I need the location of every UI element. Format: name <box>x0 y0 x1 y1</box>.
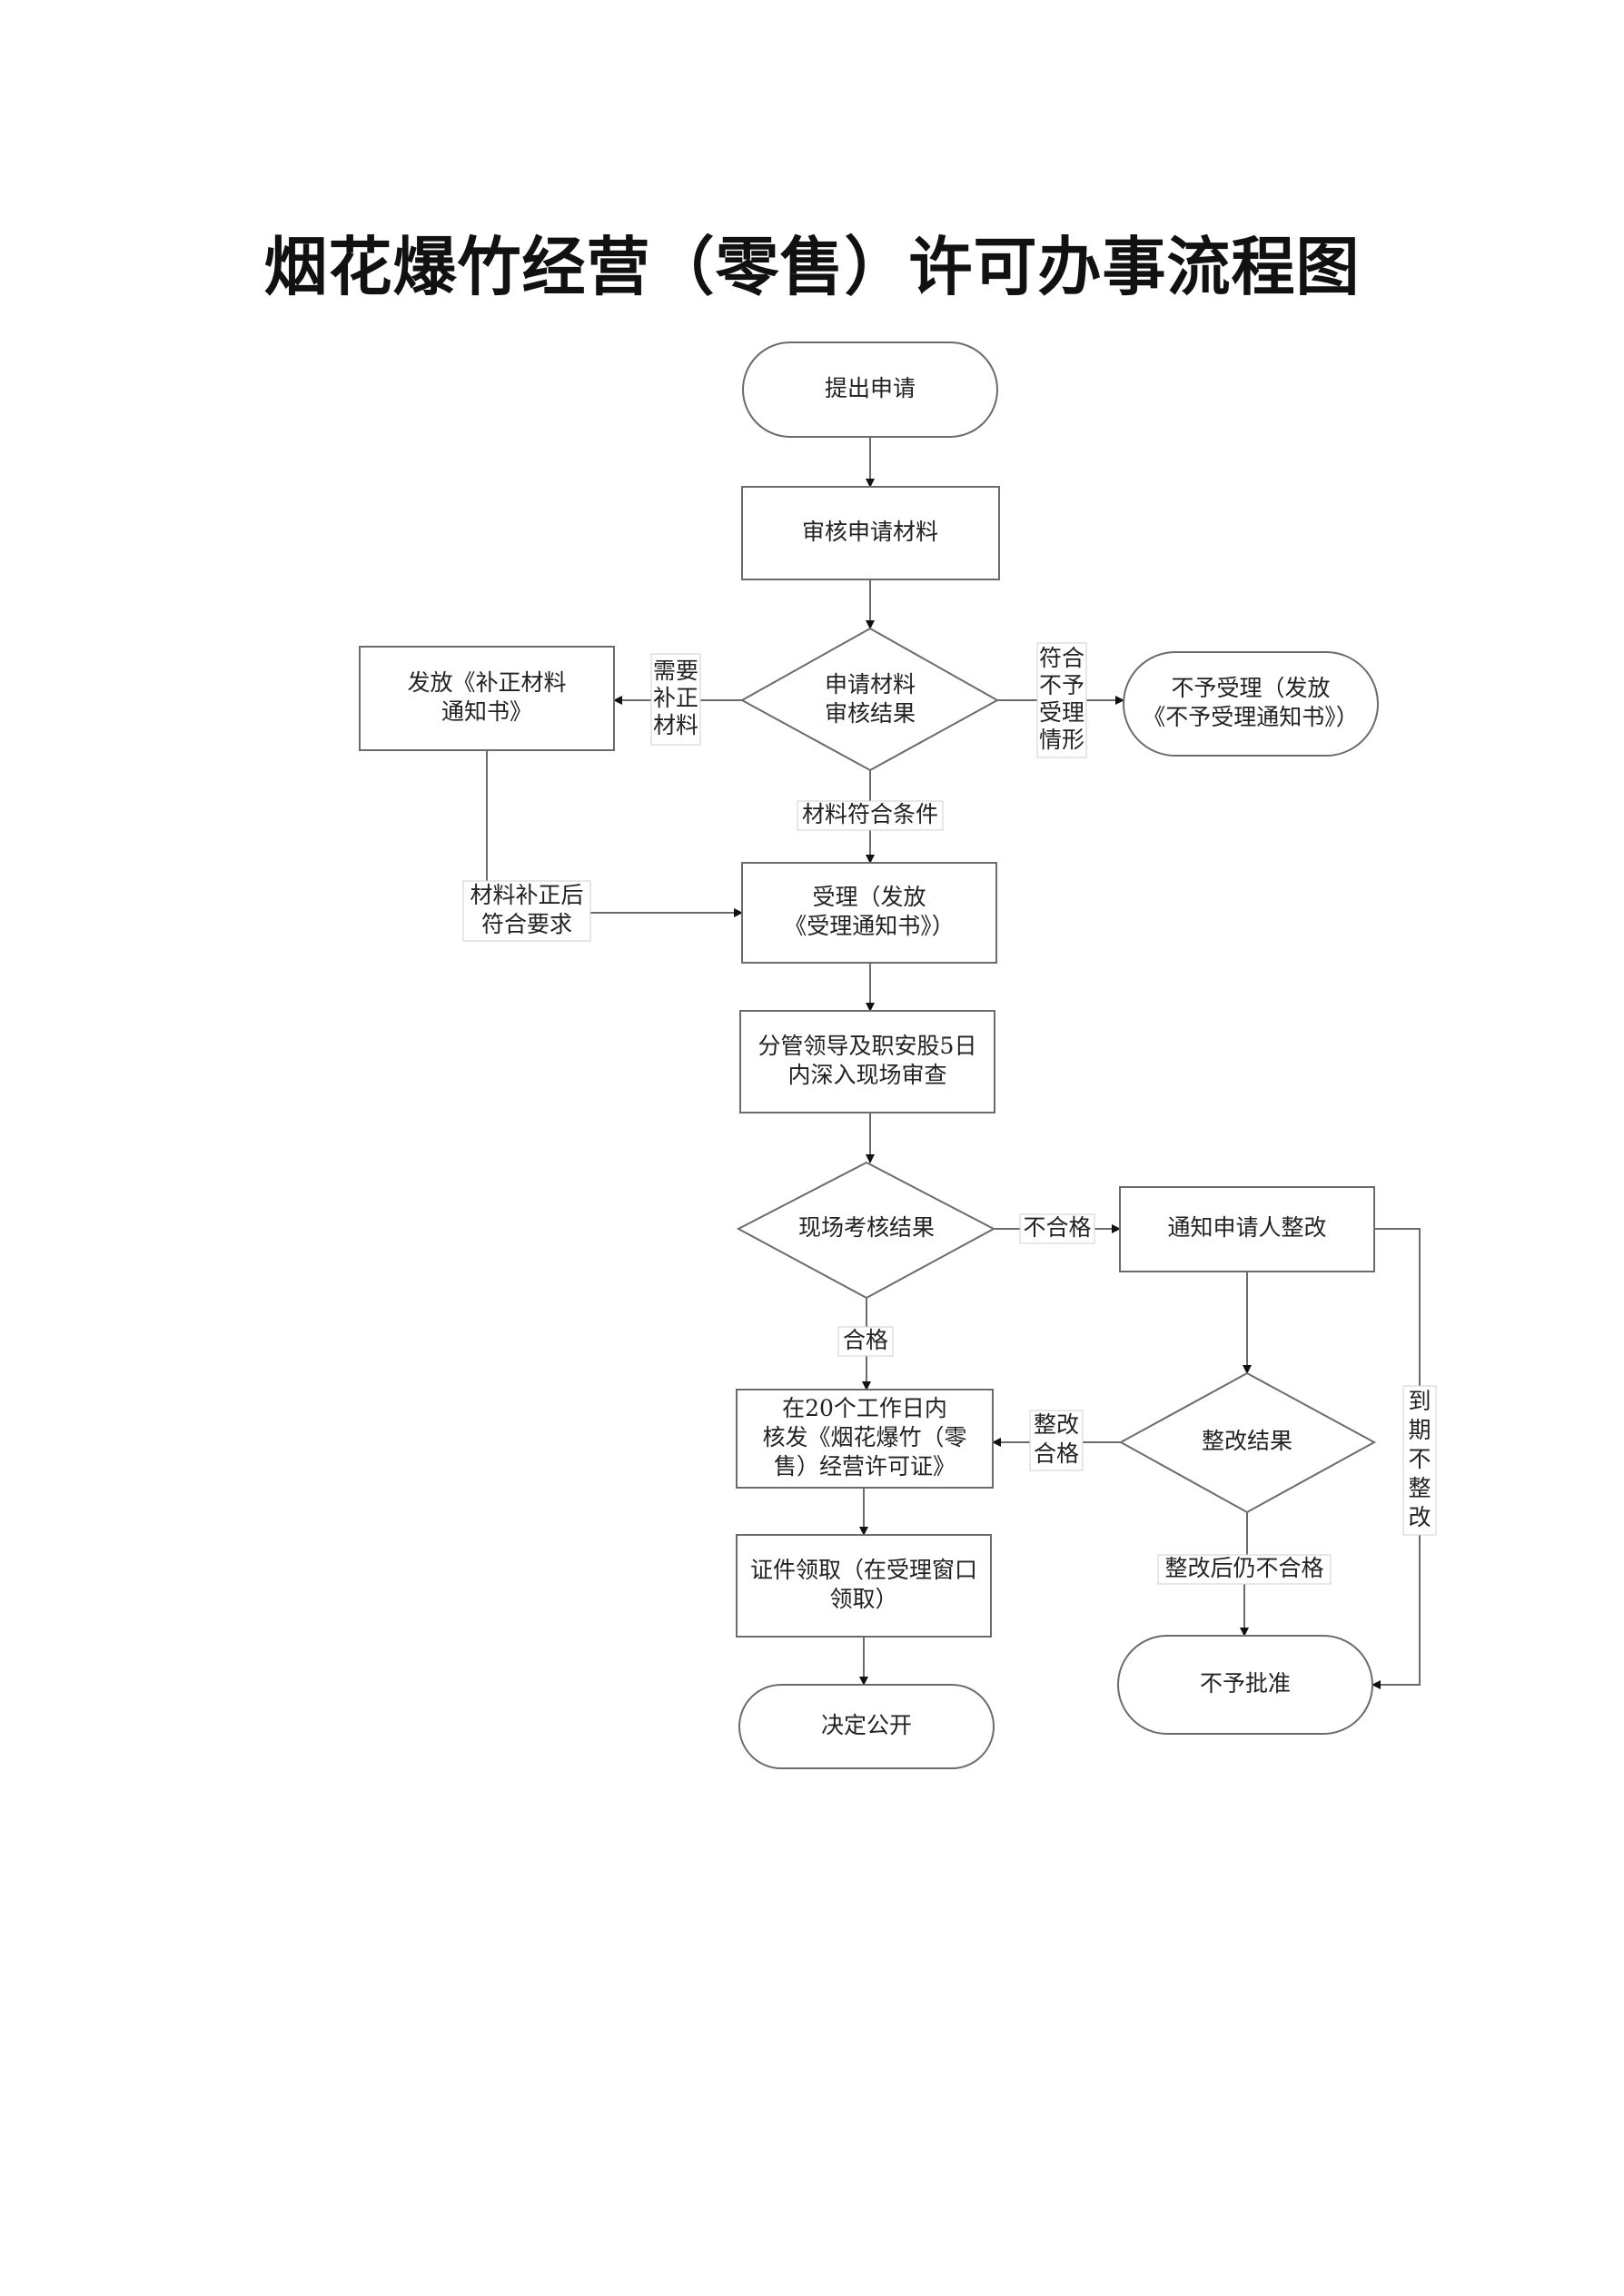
edge-label-meets-reject-text: 符合不予受理情形 <box>1039 645 1084 753</box>
node-issue-correction: 发放《补正材料通知书》 <box>359 646 615 751</box>
node-rectify-result: 整改结果 <box>1118 1371 1377 1514</box>
edge-label-rectified-ok-text: 整改合格 <box>1034 1411 1079 1467</box>
node-issue-license-label-line: 售）经营许可证》 <box>774 1453 956 1480</box>
node-review-result: 申请材料审核结果 <box>739 627 1000 772</box>
edge-label-unqualified: 不合格 <box>1019 1213 1095 1244</box>
node-issue-correction-label-line: 发放《补正材料 <box>407 669 566 696</box>
node-apply-label-line: 提出申请 <box>825 375 916 401</box>
node-issue-license-label: 在20个工作日内核发《烟花爆竹（零售）经营许可证》 <box>762 1395 966 1480</box>
node-site-result-label-line: 现场考核结果 <box>798 1214 935 1241</box>
node-collect-license-label-line: 领取） <box>829 1586 897 1612</box>
node-site-inspection-label-line: 内深入现场审查 <box>787 1062 946 1088</box>
node-site-inspection-label-line: 分管领导及职安股5日 <box>758 1033 977 1059</box>
node-rectify-result-label-line: 整改结果 <box>1202 1428 1292 1454</box>
edge-label-deadline-unrectified-text-line: 到 <box>1408 1388 1431 1414</box>
edge-label-need-correction-text-line: 需要 <box>653 658 698 684</box>
node-reject-accept-label: 不予受理（发放《不予受理通知书》） <box>1143 675 1359 730</box>
node-review-result-label: 申请材料审核结果 <box>825 671 916 727</box>
edge-label-qualified-text: 合格 <box>843 1327 888 1353</box>
node-rectify-result-label: 整改结果 <box>1202 1428 1292 1454</box>
node-notify-rectify-label: 通知申请人整改 <box>1167 1214 1326 1241</box>
edge-label-unqualified-text: 不合格 <box>1023 1214 1091 1241</box>
node-site-result: 现场考核结果 <box>736 1161 996 1300</box>
node-notify-rectify-label-line: 通知申请人整改 <box>1167 1214 1326 1241</box>
edge-label-unqualified-text-line: 不合格 <box>1023 1214 1091 1241</box>
edge-label-still-unqualified-text-line: 整改后仍不合格 <box>1164 1555 1323 1581</box>
edge-label-materials-ok-text-line: 材料符合条件 <box>802 801 938 827</box>
edge-label-deadline-unrectified-text-line: 改 <box>1408 1504 1431 1530</box>
node-not-approved-label-line: 不予批准 <box>1200 1670 1291 1697</box>
node-apply-label: 提出申请 <box>825 375 916 401</box>
page-title: 烟花爆竹经营（零售）许可办事流程图 <box>263 229 1361 304</box>
edge-label-rectified-ok-text-line: 整改 <box>1034 1411 1079 1438</box>
node-accept-label: 受理（发放《受理通知书》） <box>784 884 955 939</box>
edge-label-deadline-unrectified: 到期不整改 <box>1402 1385 1437 1536</box>
edge-label-corrected-ok-text-line: 符合要求 <box>481 911 572 937</box>
edge-label-qualified: 合格 <box>837 1326 894 1357</box>
node-not-approved-label: 不予批准 <box>1200 1670 1291 1697</box>
edge-label-still-unqualified-text: 整改后仍不合格 <box>1164 1555 1323 1581</box>
node-accept-label-line: 《受理通知书》） <box>784 913 955 939</box>
edge-label-need-correction-text-line: 材料 <box>653 712 698 738</box>
edge-label-deadline-unrectified-text: 到期不整改 <box>1408 1388 1431 1530</box>
node-reject-accept: 不予受理（发放《不予受理通知书》） <box>1123 651 1379 757</box>
node-review-materials-label: 审核申请材料 <box>802 519 938 545</box>
node-review-result-label-line: 审核结果 <box>825 700 916 727</box>
node-site-inspection-label: 分管领导及职安股5日内深入现场审查 <box>758 1033 977 1088</box>
edge-label-materials-ok: 材料符合条件 <box>797 800 944 831</box>
node-site-result-label: 现场考核结果 <box>798 1214 935 1241</box>
node-notify-rectify: 通知申请人整改 <box>1119 1186 1375 1272</box>
node-publish-label: 决定公开 <box>821 1712 912 1738</box>
node-apply: 提出申请 <box>742 341 998 438</box>
node-review-materials: 审核申请材料 <box>741 486 1000 580</box>
edge-label-meets-reject-text-line: 符合 <box>1039 645 1084 671</box>
edge-label-corrected-ok: 材料补正后符合要求 <box>462 880 591 942</box>
node-not-approved: 不予批准 <box>1117 1635 1373 1735</box>
edge-label-meets-reject-text-line: 受理 <box>1039 699 1084 726</box>
edge-label-corrected-ok-text-line: 材料补正后 <box>470 882 583 908</box>
edge-label-need-correction-text: 需要补正材料 <box>653 658 698 738</box>
node-publish: 决定公开 <box>738 1684 995 1769</box>
edge-label-meets-reject-text-line: 情形 <box>1039 727 1084 753</box>
node-issue-correction-label: 发放《补正材料通知书》 <box>407 669 566 725</box>
edge-label-rectified-ok: 整改合格 <box>1029 1410 1084 1471</box>
node-issue-license-label-line: 核发《烟花爆竹（零 <box>762 1424 966 1450</box>
node-accept: 受理（发放《受理通知书》） <box>741 862 997 964</box>
node-collect-license-label-line: 证件领取（在受理窗口 <box>750 1557 977 1583</box>
edge-label-deadline-unrectified-text-line: 不 <box>1408 1446 1431 1472</box>
edge-label-deadline-unrectified-text-line: 期 <box>1408 1417 1431 1443</box>
node-reject-accept-label-line: 《不予受理通知书》） <box>1143 704 1359 730</box>
edge-label-qualified-text-line: 合格 <box>843 1327 888 1353</box>
node-issue-license: 在20个工作日内核发《烟花爆竹（零售）经营许可证》 <box>736 1389 994 1489</box>
node-publish-label-line: 决定公开 <box>821 1712 912 1738</box>
edge-label-meets-reject-text-line: 不予 <box>1039 672 1084 698</box>
edge-label-still-unqualified: 整改后仍不合格 <box>1157 1554 1332 1585</box>
node-collect-license-label: 证件领取（在受理窗口领取） <box>750 1557 977 1612</box>
edge-label-corrected-ok-text: 材料补正后符合要求 <box>470 882 583 937</box>
edge-label-deadline-unrectified-text-line: 整 <box>1408 1475 1431 1501</box>
edge-label-rectified-ok-text-line: 合格 <box>1034 1440 1079 1467</box>
edge-label-need-correction: 需要补正材料 <box>650 653 701 746</box>
node-issue-license-label-line: 在20个工作日内 <box>782 1395 947 1421</box>
edge-label-meets-reject: 符合不予受理情形 <box>1036 642 1087 758</box>
edge-label-materials-ok-text: 材料符合条件 <box>802 801 938 827</box>
node-reject-accept-label-line: 不予受理（发放 <box>1171 675 1330 701</box>
node-review-result-label-line: 申请材料 <box>825 671 916 698</box>
node-issue-correction-label-line: 通知书》 <box>441 698 532 725</box>
node-collect-license: 证件领取（在受理窗口领取） <box>736 1534 992 1638</box>
node-accept-label-line: 受理（发放 <box>812 884 926 910</box>
edge-label-need-correction-text-line: 补正 <box>653 685 698 711</box>
node-review-materials-label-line: 审核申请材料 <box>802 519 938 545</box>
node-site-inspection: 分管领导及职安股5日内深入现场审查 <box>739 1010 995 1113</box>
